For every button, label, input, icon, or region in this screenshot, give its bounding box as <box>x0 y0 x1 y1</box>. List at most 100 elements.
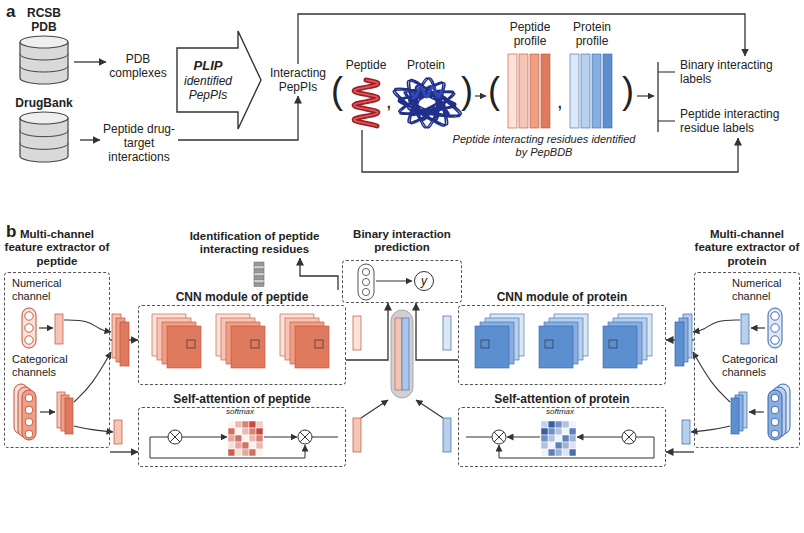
flow-arrow <box>74 426 113 432</box>
node-text: Peptide profile <box>502 20 558 48</box>
database-ring <box>20 143 68 149</box>
flow-arrow <box>376 280 412 281</box>
multiply-stroke <box>494 432 504 442</box>
node-text: Numerical channel <box>12 277 72 303</box>
flow-connector <box>74 61 106 62</box>
multiply-symbol <box>298 430 312 444</box>
node-text: Categorical channels <box>12 353 82 379</box>
database-cylinder: RCSB PDB <box>14 6 74 84</box>
attention-cell <box>242 421 249 428</box>
module-frame: CNN module of peptide <box>138 290 346 385</box>
protein-profile-bar <box>592 54 601 128</box>
node-text: Binary interaction prediction <box>342 228 462 255</box>
flow-arrow <box>749 411 764 412</box>
attention-cell <box>256 442 263 449</box>
leader-line <box>658 71 675 72</box>
attention-cell <box>569 435 576 442</box>
attention-line <box>636 437 654 438</box>
residue-cell <box>254 266 264 270</box>
input-unit <box>771 394 779 402</box>
flow-arrow <box>361 400 388 418</box>
feature-map <box>539 326 573 368</box>
node-text: DrugBank <box>15 96 72 110</box>
flow-connector <box>110 451 138 452</box>
node-text: RCSB PDB <box>22 6 66 34</box>
module-frame: Multi-channel feature extractor of pepti… <box>4 228 110 448</box>
residue-cell <box>254 269 264 273</box>
output-circle: y <box>414 271 434 291</box>
residue-cell <box>254 276 264 280</box>
stacked-features <box>675 322 684 366</box>
multiply-stroke <box>624 432 634 442</box>
attention-cell <box>555 435 562 442</box>
flow-connector <box>346 303 388 360</box>
protein-profile-bar <box>603 54 612 128</box>
flow-arrow <box>507 436 540 437</box>
database-ring <box>20 66 68 72</box>
flow-connector <box>80 139 100 140</box>
channel-label: Numerical channel <box>12 276 74 304</box>
structure-node: Protein <box>392 58 460 130</box>
feature-map <box>295 326 329 368</box>
feature-map <box>231 326 265 368</box>
categorical-input <box>768 390 782 440</box>
node-text: identified PepPIs <box>176 74 240 102</box>
cnn-output <box>353 316 361 350</box>
bracket-glyph: ) <box>622 70 634 112</box>
label-node: Peptide interacting residue labels <box>680 104 798 138</box>
conv-kernel <box>481 340 489 348</box>
flow-arrow <box>264 436 297 437</box>
database-ring <box>20 54 68 60</box>
module-frame: CNN module of protein <box>458 290 666 385</box>
node-text: PLIP <box>194 58 223 73</box>
flow-arrow <box>416 400 443 418</box>
protein-profile-bar <box>581 54 590 128</box>
protein-profile-bar <box>570 54 579 128</box>
profile-node: Peptide profile <box>502 20 558 130</box>
input-unit <box>25 324 33 332</box>
node-text: Self-attention of protein <box>494 392 629 406</box>
dashed-frame <box>342 260 462 303</box>
stacked-features <box>120 322 129 366</box>
attention-cell <box>249 421 256 428</box>
dense-unit <box>362 288 369 295</box>
text-node: PDB complexes <box>106 50 170 82</box>
input-unit <box>771 418 779 426</box>
attention-line <box>499 437 654 458</box>
channel-label: Categorical channels <box>722 352 794 380</box>
module-frame: Multi-channel feature extractor of prote… <box>694 228 800 448</box>
residue-cell <box>254 283 264 287</box>
input-unit <box>25 430 33 438</box>
dashed-frame <box>138 305 346 385</box>
attention-cell <box>235 435 242 442</box>
flow-connector <box>362 130 738 172</box>
attention-cell <box>235 449 242 456</box>
database-ring <box>20 131 68 137</box>
multiply-stroke <box>170 432 180 442</box>
attention-output <box>353 418 361 452</box>
attention-cell <box>548 449 555 456</box>
attention-line <box>150 437 305 458</box>
node-text: Binary interacting labels <box>680 58 798 86</box>
node-text: Multi-channel feature extractor of pepti… <box>4 228 110 268</box>
process-arrow: PLIPidentified PepPIs <box>176 30 262 130</box>
attention-cell <box>562 421 569 428</box>
conv-kernel <box>187 340 195 348</box>
attention-cell <box>548 428 555 435</box>
residue-cell <box>254 262 264 266</box>
flow-connector <box>416 303 458 360</box>
node-text: Protein <box>407 58 445 72</box>
attention-cell <box>555 428 562 435</box>
leader-line <box>658 120 675 121</box>
bracket-glyph: ) <box>461 70 473 112</box>
node-text: Categorical channels <box>722 353 792 379</box>
conv-kernel <box>545 340 553 348</box>
input-unit <box>771 312 779 320</box>
node-text: y <box>421 274 427 288</box>
operation-label: softmax <box>226 407 254 416</box>
flow-arrow <box>39 327 53 328</box>
attention-cell <box>228 421 235 428</box>
attention-cell <box>569 421 576 428</box>
attention-cell <box>256 428 263 435</box>
